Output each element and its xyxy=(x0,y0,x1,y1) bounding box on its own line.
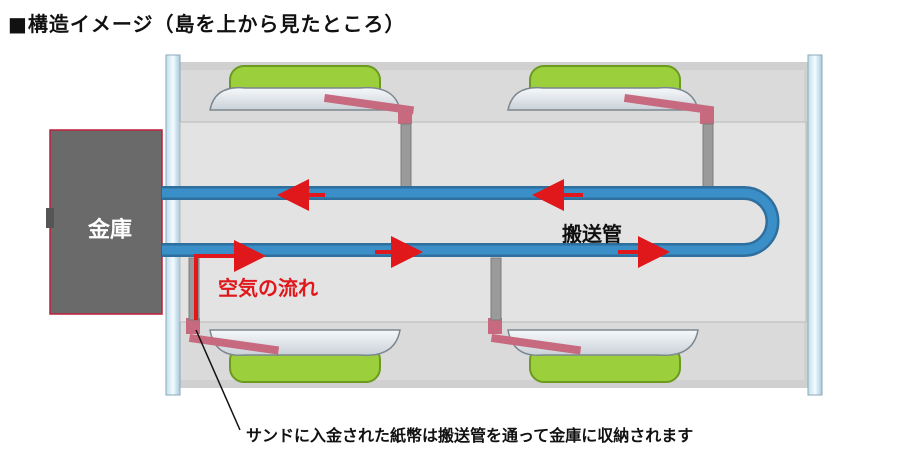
caption: サンドに入金された紙幣は搬送管を通って金庫に収納されます xyxy=(246,426,694,445)
caption-leader-line xyxy=(195,329,241,431)
slot-machine-bottom-right xyxy=(488,318,699,383)
airflow-arrows xyxy=(194,179,670,320)
slot-machine-bottom-left xyxy=(186,318,401,383)
slot-machine-top-right xyxy=(507,65,715,124)
slot-machine-top-left xyxy=(209,65,415,124)
safe-box xyxy=(46,129,163,315)
right-pillar xyxy=(807,54,823,396)
safe-label: 金庫 xyxy=(87,218,132,243)
tube-label: 搬送管 xyxy=(562,222,622,246)
airflow-label: 空気の流れ xyxy=(218,276,318,300)
diagram-title: ■構造イメージ（島を上から見たところ） xyxy=(8,12,406,36)
conveyor-tube xyxy=(162,186,780,257)
left-pillar xyxy=(165,54,181,396)
